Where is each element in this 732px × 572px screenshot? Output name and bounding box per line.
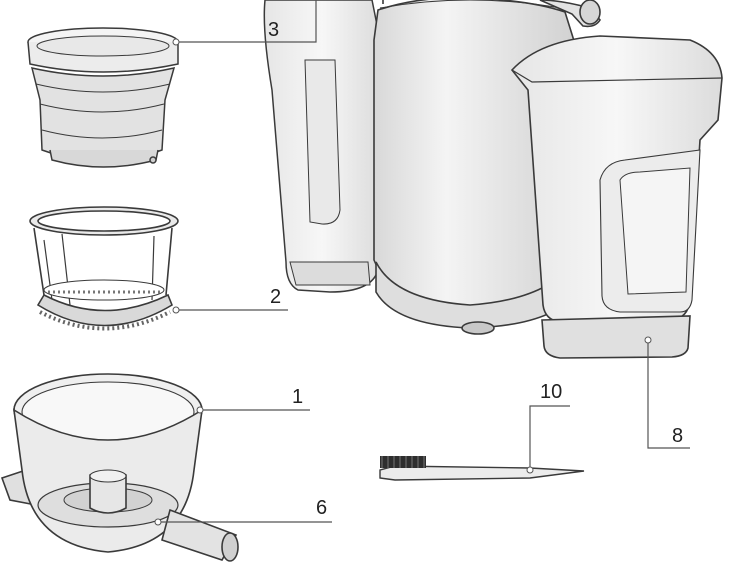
leader-10 <box>529 405 570 470</box>
strainer-drum <box>27 27 179 168</box>
callout-8: 8 <box>672 425 683 447</box>
callout-10: 10 <box>540 381 562 403</box>
leader-3 <box>176 0 317 43</box>
cleaning-brush <box>379 456 585 481</box>
leader-dots <box>154 38 652 526</box>
right-jug <box>510 35 723 359</box>
left-juice-container <box>263 0 381 293</box>
leader-lines <box>158 0 690 523</box>
callout-3: 3 <box>268 19 279 41</box>
rotating-brush <box>29 206 179 331</box>
callout-6: 6 <box>316 497 327 519</box>
callout-2: 2 <box>270 286 281 308</box>
juicing-bowl <box>0 373 239 562</box>
leader-8 <box>647 340 690 449</box>
callout-1: 1 <box>292 386 303 408</box>
